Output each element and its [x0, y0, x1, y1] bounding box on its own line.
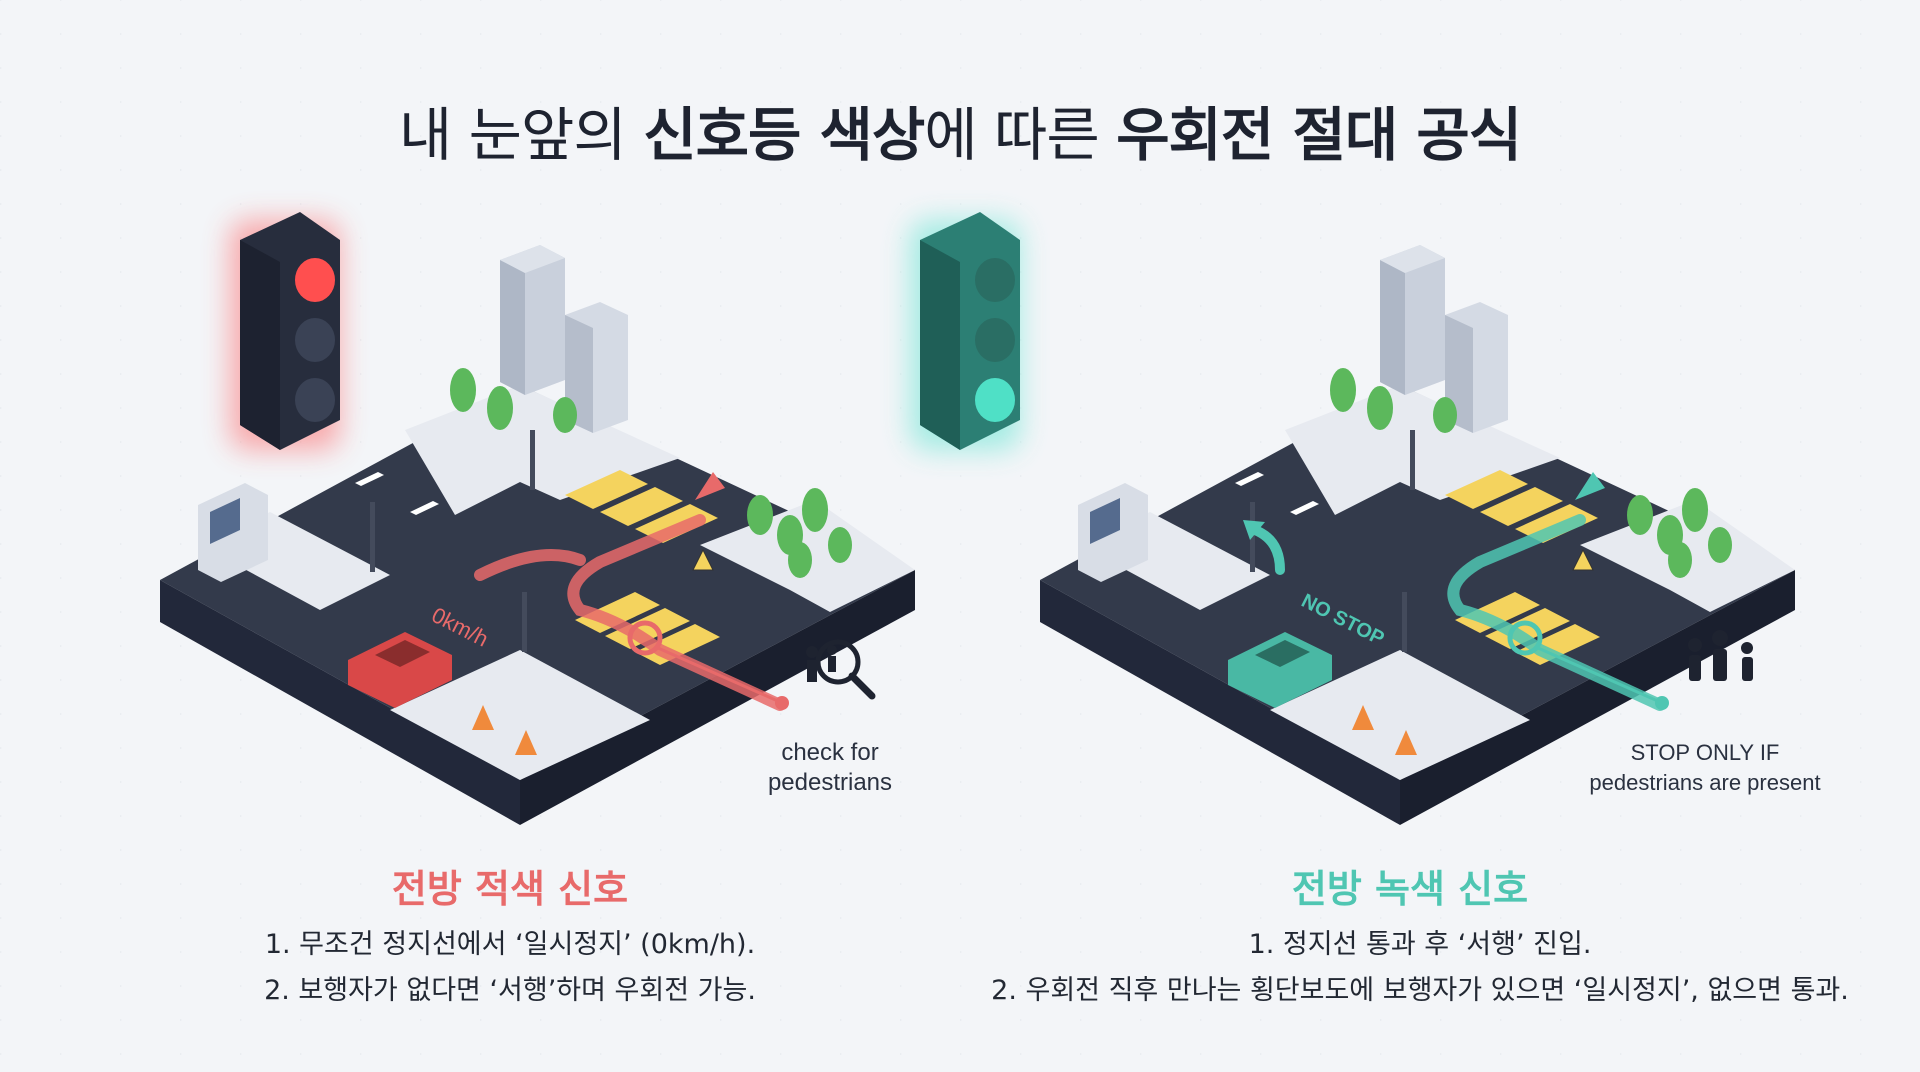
- rule-item: 2. 우회전 직후 만나는 횡단보도에 보행자가 있으면 ‘일시정지’, 없으면…: [991, 975, 1849, 1006]
- red-traffic-light-icon: [230, 212, 340, 450]
- title-part-3: 에 따른: [924, 101, 1100, 169]
- pedestrian-group-icon: [1688, 630, 1753, 681]
- ticket-machine: [1078, 483, 1148, 582]
- traffic-cone: [1352, 705, 1417, 755]
- rule-item: 1. 정지선 통과 후 ‘서행’ 진입.: [1248, 929, 1592, 960]
- title-part-1: 내 눈앞의: [398, 101, 627, 169]
- callout-line-1: check for: [781, 739, 878, 766]
- red-signal-intersection-scene: 0km/h check for pedestrians: [0, 200, 960, 840]
- green-signal-intersection-scene: NO STOP STOP ONLY IF pedestrians are pre…: [860, 200, 1821, 840]
- title-part-2: 신호등 색상: [643, 101, 925, 169]
- red-signal-heading: 전방 적색 신호: [391, 867, 629, 911]
- tree: [1330, 368, 1732, 578]
- ticket-machine: [198, 483, 268, 582]
- green-signal-heading: 전방 녹색 신호: [1291, 867, 1529, 911]
- green-signal-rules: 1. 정지선 통과 후 ‘서행’ 진입. 2. 우회전 직후 만나는 횡단보도에…: [930, 922, 1910, 1014]
- callout-line-1: STOP ONLY IF: [1631, 740, 1780, 765]
- sidewalk-bottom: [390, 650, 650, 780]
- sidewalk-top: [1285, 385, 1560, 515]
- red-car: [348, 632, 452, 708]
- right-turn-path: [1447, 514, 1666, 711]
- pedestrian-magnifier-icon: [806, 639, 876, 700]
- green-car: [1228, 632, 1332, 708]
- sidewalk-bottom: [1270, 650, 1530, 780]
- arrow-head: [1575, 472, 1605, 500]
- tree: [450, 368, 852, 578]
- arrow-head: [695, 472, 725, 500]
- red-signal-rules: 1. 무조건 정지선에서 ‘일시정지’ (0km/h). 2. 보행자가 없다면…: [100, 922, 920, 1014]
- green-traffic-light-icon: [910, 212, 1020, 450]
- turn-arrow: [1250, 525, 1285, 575]
- crosswalk: [565, 470, 720, 665]
- traffic-cone: [472, 705, 537, 755]
- rule-item: 2. 보행자가 없다면 ‘서행’하며 우회전 가능.: [264, 975, 756, 1006]
- crosswalk: [1445, 470, 1600, 665]
- right-turn-path: [567, 514, 786, 711]
- building: [500, 245, 628, 433]
- rule-item: 1. 무조건 정지선에서 ‘일시정지’ (0km/h).: [264, 929, 756, 960]
- callout-line-2: pedestrians are present: [1589, 770, 1820, 795]
- page-title: 내 눈앞의 신호등 색상에 따른 우회전 절대 공식: [0, 88, 1920, 172]
- title-part-4: 우회전 절대 공식: [1116, 101, 1522, 169]
- callout-line-2: pedestrians: [768, 769, 892, 796]
- sidewalk-top: [405, 385, 680, 515]
